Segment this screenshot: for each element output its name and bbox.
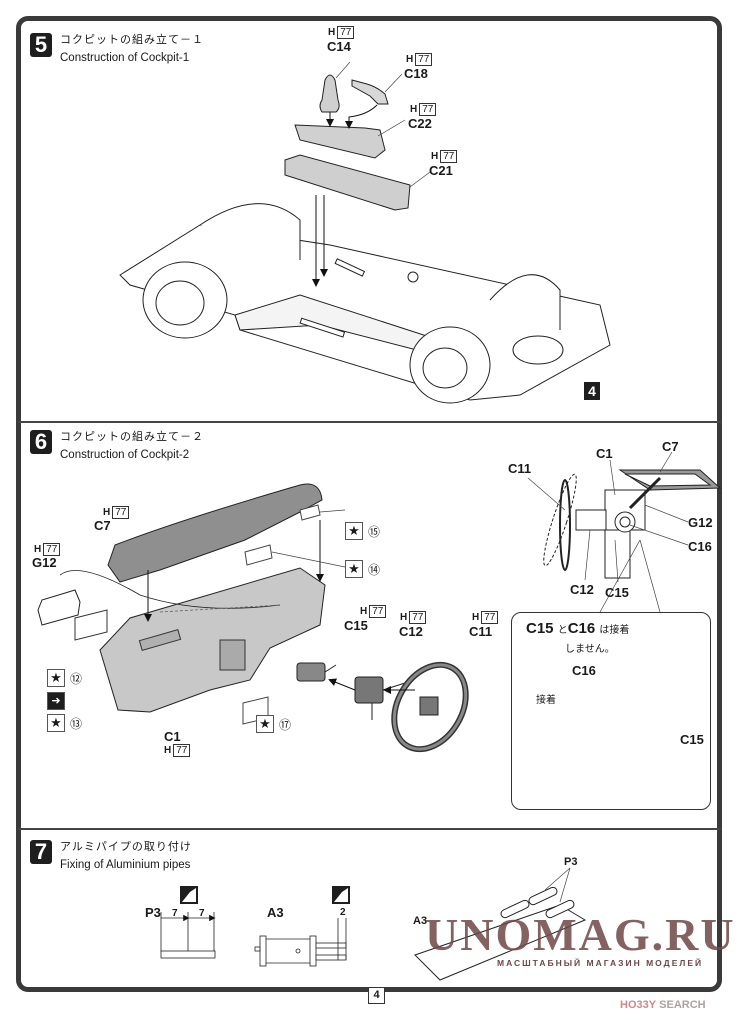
step-5-title-en: Construction of Cockpit-1 bbox=[60, 52, 190, 64]
step-number-7: 7 bbox=[30, 840, 52, 864]
decal-ref-12: ★ ⑫ bbox=[47, 669, 82, 687]
detail-label-c7: C7 bbox=[662, 439, 679, 454]
step-6-header: 6 コクピットの組み立て－２ Construction of Cockpit-2 bbox=[30, 430, 204, 463]
part-c22 bbox=[294, 124, 386, 159]
step-divider-5-6 bbox=[18, 421, 721, 423]
decal-ref-17: ★ ⑰ bbox=[256, 715, 291, 733]
cut-part-label-p3: P3 bbox=[145, 905, 161, 920]
star-decal-icon: ★ bbox=[256, 715, 274, 733]
decal-12 bbox=[74, 609, 108, 641]
step-6-title-en: Construction of Cockpit-2 bbox=[60, 449, 190, 461]
detail-label-c1: C1 bbox=[596, 446, 613, 461]
detail-label-c15: C15 bbox=[605, 585, 629, 600]
note-label-glue: 接着 bbox=[536, 695, 556, 706]
step-7-title-jp: アルミパイプの取り付け bbox=[60, 840, 192, 853]
no-glue-note-box: C15 とC16 は接着 しません。 bbox=[511, 612, 711, 810]
detail-label-g12: G12 bbox=[688, 515, 713, 530]
decal-transfer-ref: ➜ bbox=[47, 692, 65, 710]
step-5-title-jp: コクピットの組み立て－１ bbox=[60, 33, 204, 46]
part-c14 bbox=[319, 74, 340, 113]
note-label-c15: C15 bbox=[680, 732, 704, 747]
step-number-5: 5 bbox=[30, 33, 52, 57]
steering-column-detail bbox=[543, 469, 722, 579]
note-title: C15 とC16 は接着 bbox=[526, 620, 630, 637]
part-label-c11: C11 bbox=[469, 624, 493, 639]
part-c11-steering-wheel bbox=[391, 661, 469, 753]
decal-ref-13: ★ ⑬ bbox=[47, 714, 82, 732]
star-decal-icon: ★ bbox=[345, 522, 363, 540]
star-decal-icon: ★ bbox=[345, 560, 363, 578]
a3-label: A3 bbox=[267, 905, 284, 920]
part-label-c21: C21 bbox=[429, 163, 453, 178]
decal-ref-14: ★ ⑭ bbox=[345, 560, 380, 578]
step-6-title-jp: コクピットの組み立て－２ bbox=[60, 430, 204, 443]
part-label-c14: C14 bbox=[327, 39, 351, 54]
step-5-header: 5 コクピットの組み立て－１ Construction of Cockpit-1 bbox=[30, 33, 204, 66]
detail-label-c12: C12 bbox=[570, 582, 594, 597]
step-ref-badge: 4 bbox=[584, 382, 600, 400]
part-c1-dashboard bbox=[99, 567, 326, 713]
page-number: 4 bbox=[368, 987, 385, 1004]
note-line2: しません。 bbox=[565, 644, 615, 655]
part-g12 bbox=[37, 589, 81, 626]
star-decal-icon: ★ bbox=[47, 714, 65, 732]
detail-label-c16: C16 bbox=[688, 539, 712, 554]
part-label-c7: C7 bbox=[94, 518, 111, 533]
note-label-c16: C16 bbox=[572, 663, 596, 678]
part-c15 bbox=[296, 662, 326, 682]
p3-cut-diagram bbox=[160, 912, 216, 959]
part-c21 bbox=[284, 154, 411, 211]
dim-a3: 2 bbox=[340, 907, 346, 918]
chassis-illustration bbox=[119, 203, 611, 404]
part-c12 bbox=[354, 676, 384, 704]
part-c18 bbox=[351, 79, 389, 105]
decal-ref-15: ★ ⑮ bbox=[345, 522, 380, 540]
footer-credit: HO33Y SEARCH bbox=[620, 999, 706, 1011]
step-7-header: 7 アルミパイプの取り付け Fixing of Aluminium pipes bbox=[30, 840, 192, 873]
a3-diagram bbox=[254, 918, 347, 967]
step-7-title-en: Fixing of Aluminium pipes bbox=[60, 859, 191, 871]
part-label-c15: C15 bbox=[344, 618, 368, 633]
step-divider-6-7 bbox=[18, 828, 721, 830]
part-label-c22: C22 bbox=[408, 116, 432, 131]
part-label-c18: C18 bbox=[404, 66, 428, 81]
part-label-g12: G12 bbox=[32, 555, 57, 570]
watermark-subtitle: МАСШТАБНЫЙ МАГАЗИН МОДЕЛЕЙ bbox=[497, 958, 704, 968]
dim-right: 7 bbox=[199, 908, 205, 919]
cut-icon bbox=[332, 886, 350, 904]
star-decal-icon: ★ bbox=[47, 669, 65, 687]
cut-icon bbox=[180, 886, 198, 904]
assembly-label-a3: A3 bbox=[413, 915, 428, 927]
part-label-c12: C12 bbox=[399, 624, 423, 639]
part-c7-dashboard-top bbox=[107, 483, 323, 583]
dim-left: 7 bbox=[172, 908, 178, 919]
watermark-logo: UNOMAG.RU bbox=[425, 909, 736, 960]
step-number-6: 6 bbox=[30, 430, 52, 454]
pipe-assembly-diagram bbox=[414, 886, 587, 981]
detail-label-c11: C11 bbox=[508, 461, 532, 476]
assembly-label-p3: P3 bbox=[564, 856, 578, 868]
decal-transfer-icon: ➜ bbox=[47, 692, 65, 710]
part-label-c1: C1 bbox=[164, 729, 181, 744]
